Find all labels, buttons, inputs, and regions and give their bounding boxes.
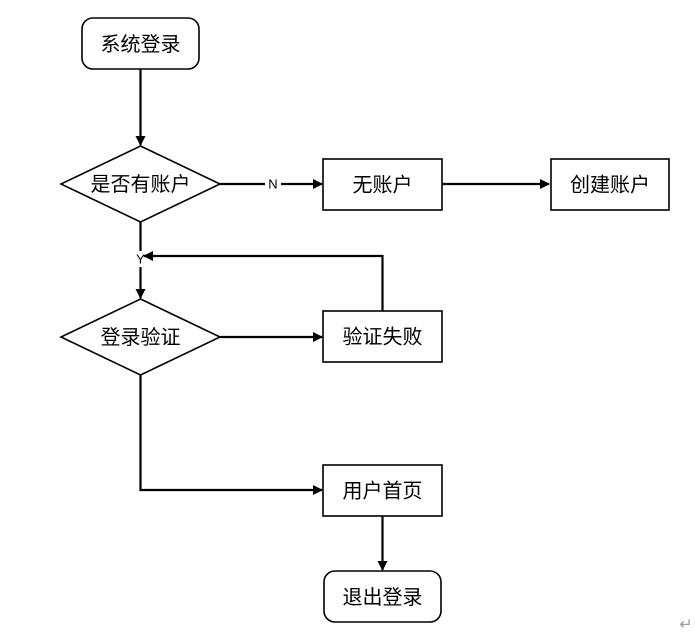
- node-create-account: 创建账户: [550, 158, 670, 211]
- edge-label-yes: Y: [136, 252, 145, 267]
- node-no-account-label: 无账户: [353, 173, 413, 197]
- edge-failed-loop-back: [143, 251, 384, 311]
- node-login-verify-decision: 登录验证: [59, 298, 222, 376]
- edge-label-no: N: [268, 177, 277, 192]
- edge-verify-to-home: [139, 375, 323, 495]
- node-verify-failed: 验证失败: [322, 310, 443, 363]
- node-has-account-decision: 是否有账户: [59, 145, 222, 223]
- node-has-account-label: 是否有账户: [91, 172, 191, 196]
- paragraph-mark-icon: ↵: [679, 615, 692, 634]
- node-user-home-label: 用户首页: [343, 479, 423, 503]
- node-no-account: 无账户: [322, 158, 443, 211]
- node-login-verify-label: 登录验证: [101, 325, 181, 349]
- node-start: 系统登录: [81, 17, 200, 70]
- node-user-home: 用户首页: [322, 464, 443, 517]
- node-create-account-label: 创建账户: [570, 173, 650, 197]
- node-start-label: 系统登录: [101, 32, 181, 56]
- node-verify-failed-label: 验证失败: [343, 325, 423, 349]
- node-logout-label: 退出登录: [343, 585, 423, 609]
- node-logout: 退出登录: [323, 570, 442, 623]
